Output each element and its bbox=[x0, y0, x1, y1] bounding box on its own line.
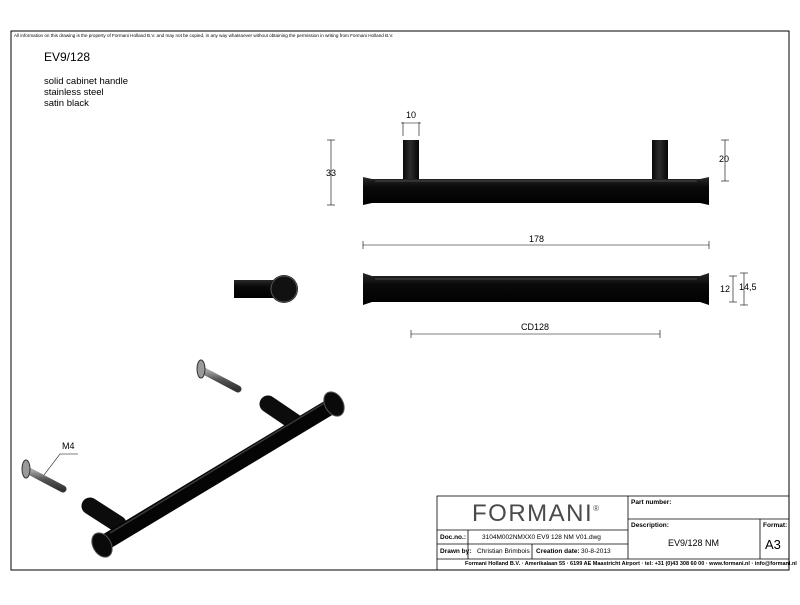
description-line-2: stainless steel bbox=[44, 87, 104, 98]
screw-top bbox=[196, 359, 242, 393]
dim-center-distance: CD128 bbox=[521, 322, 550, 332]
front-view bbox=[327, 122, 729, 249]
dim-length: 178 bbox=[529, 234, 545, 244]
dim-screw: M4 bbox=[62, 441, 75, 451]
format-label: Format: bbox=[763, 522, 788, 529]
description-line-3: satin black bbox=[44, 98, 89, 109]
dim-height: 33 bbox=[326, 168, 337, 178]
title-block-lines bbox=[436, 495, 790, 571]
screw-bottom bbox=[21, 459, 67, 493]
front-leg-right bbox=[652, 140, 668, 184]
isometric-view bbox=[21, 359, 345, 558]
copyright-notice: All information on this drawing is the p… bbox=[14, 33, 394, 38]
part-number-label: Part number: bbox=[631, 499, 672, 506]
description-line-1: solid cabinet handle bbox=[44, 76, 128, 87]
company-footer: Formani Holland B.V. · Amerikalaan 55 · … bbox=[465, 561, 797, 567]
dim-end-diameter: 14,5 bbox=[739, 282, 757, 292]
dim-leg-height: 20 bbox=[719, 154, 730, 164]
description-label: Description: bbox=[631, 522, 669, 529]
side-view bbox=[234, 275, 298, 303]
front-leg-left bbox=[403, 140, 419, 184]
drawn-by-value: Christian Brimbois bbox=[477, 548, 530, 555]
dim-leg-width: 10 bbox=[406, 110, 417, 120]
top-bar bbox=[363, 273, 709, 305]
doc-number: 3104M002NMXX0 EV9 128 NM V01.dwg bbox=[482, 534, 601, 541]
creation-date-label: Creation date: bbox=[536, 548, 580, 555]
side-end-circle bbox=[270, 275, 298, 303]
dim-bar-diameter: 12 bbox=[720, 284, 731, 294]
description-value: EV9/128 NM bbox=[668, 538, 720, 548]
front-bar bbox=[363, 177, 709, 205]
product-code: EV9/128 bbox=[44, 50, 91, 64]
creation-date-value: 30-8-2013 bbox=[581, 548, 611, 555]
doc-label: Doc.no.: bbox=[440, 534, 466, 541]
formani-logo: FORMANI® bbox=[472, 500, 601, 527]
drawn-by-label: Drawn by: bbox=[440, 548, 472, 555]
format-value: A3 bbox=[765, 537, 781, 552]
page-border bbox=[10, 30, 790, 571]
top-view bbox=[363, 272, 748, 338]
side-leg bbox=[234, 280, 282, 298]
